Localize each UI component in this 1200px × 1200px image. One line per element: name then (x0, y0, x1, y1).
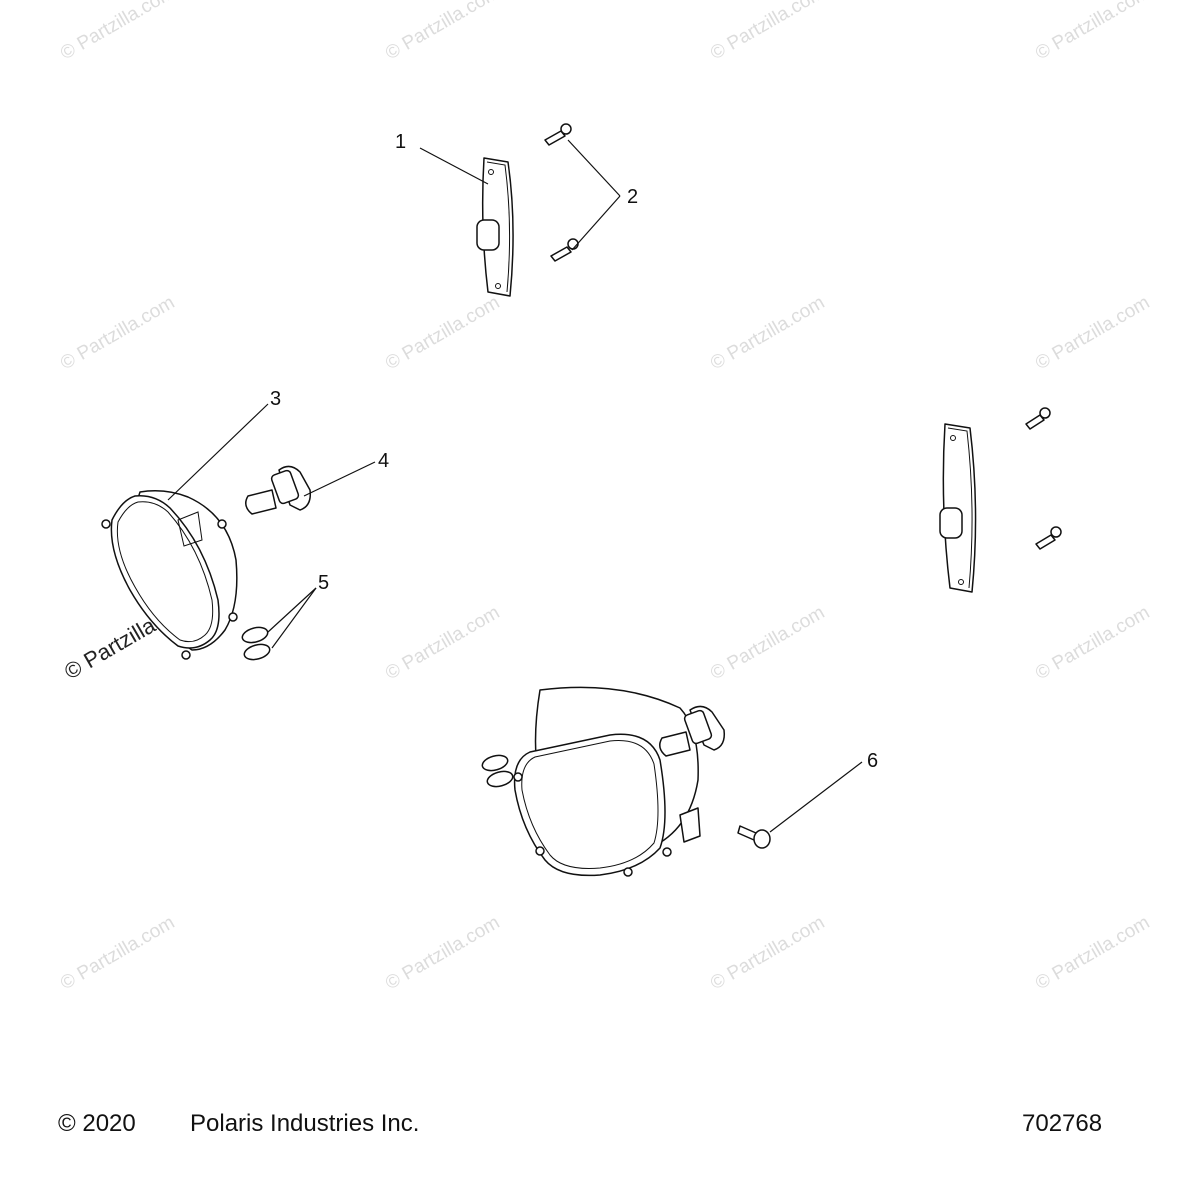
watermark: © Partzilla.com (382, 912, 503, 994)
callout-6: 6 (867, 750, 878, 772)
diagram-number: 702768 (1022, 1110, 1103, 1137)
screw-right-lower (1035, 526, 1062, 550)
watermark: © Partzilla.com (707, 292, 828, 374)
watermark: © Partzilla.com (1032, 912, 1153, 994)
screw-right-upper (1025, 407, 1051, 430)
callout-5: 5 (318, 572, 329, 594)
watermark: © Partzilla.com (57, 292, 178, 374)
leader-lines (167, 139, 863, 833)
callout-2: 2 (627, 186, 638, 208)
side-marker-lens-top (476, 157, 514, 297)
watermark: © Partzilla.com (382, 602, 503, 684)
watermark: © Partzilla.com (1032, 602, 1153, 684)
bolt (737, 825, 771, 849)
company-name: Polaris Industries Inc. (190, 1110, 420, 1137)
watermark: © Partzilla.com (707, 602, 828, 684)
watermark: © Partzilla.com (57, 0, 178, 64)
screw-top-lower (550, 238, 579, 262)
callout-3: 3 (270, 388, 281, 410)
callout-4: 4 (378, 450, 389, 472)
watermark: © Partzilla.com (1032, 0, 1153, 64)
bulb-bottom (659, 705, 726, 757)
watermark: © Partzilla.com (707, 0, 828, 64)
watermark: © Partzilla.com (382, 0, 503, 64)
copyright-year: © 2020 (58, 1110, 136, 1137)
callouts: 1 2 3 4 5 6 (270, 131, 878, 772)
watermark: © Partzilla.com (707, 912, 828, 994)
headlight-assembly-left (101, 490, 238, 660)
watermark: © Partzilla.com (57, 912, 178, 994)
callout-1: 1 (395, 131, 406, 153)
o-rings-left (241, 626, 271, 661)
side-marker-lens-right (939, 423, 977, 593)
o-rings-bottom (481, 754, 523, 788)
screw-top-upper (544, 123, 572, 146)
bulb-left (245, 465, 312, 515)
headlight-assembly-bottom (513, 686, 701, 877)
watermark: © Partzilla.com (1032, 292, 1153, 374)
watermark: © Partzilla.com (382, 292, 503, 374)
